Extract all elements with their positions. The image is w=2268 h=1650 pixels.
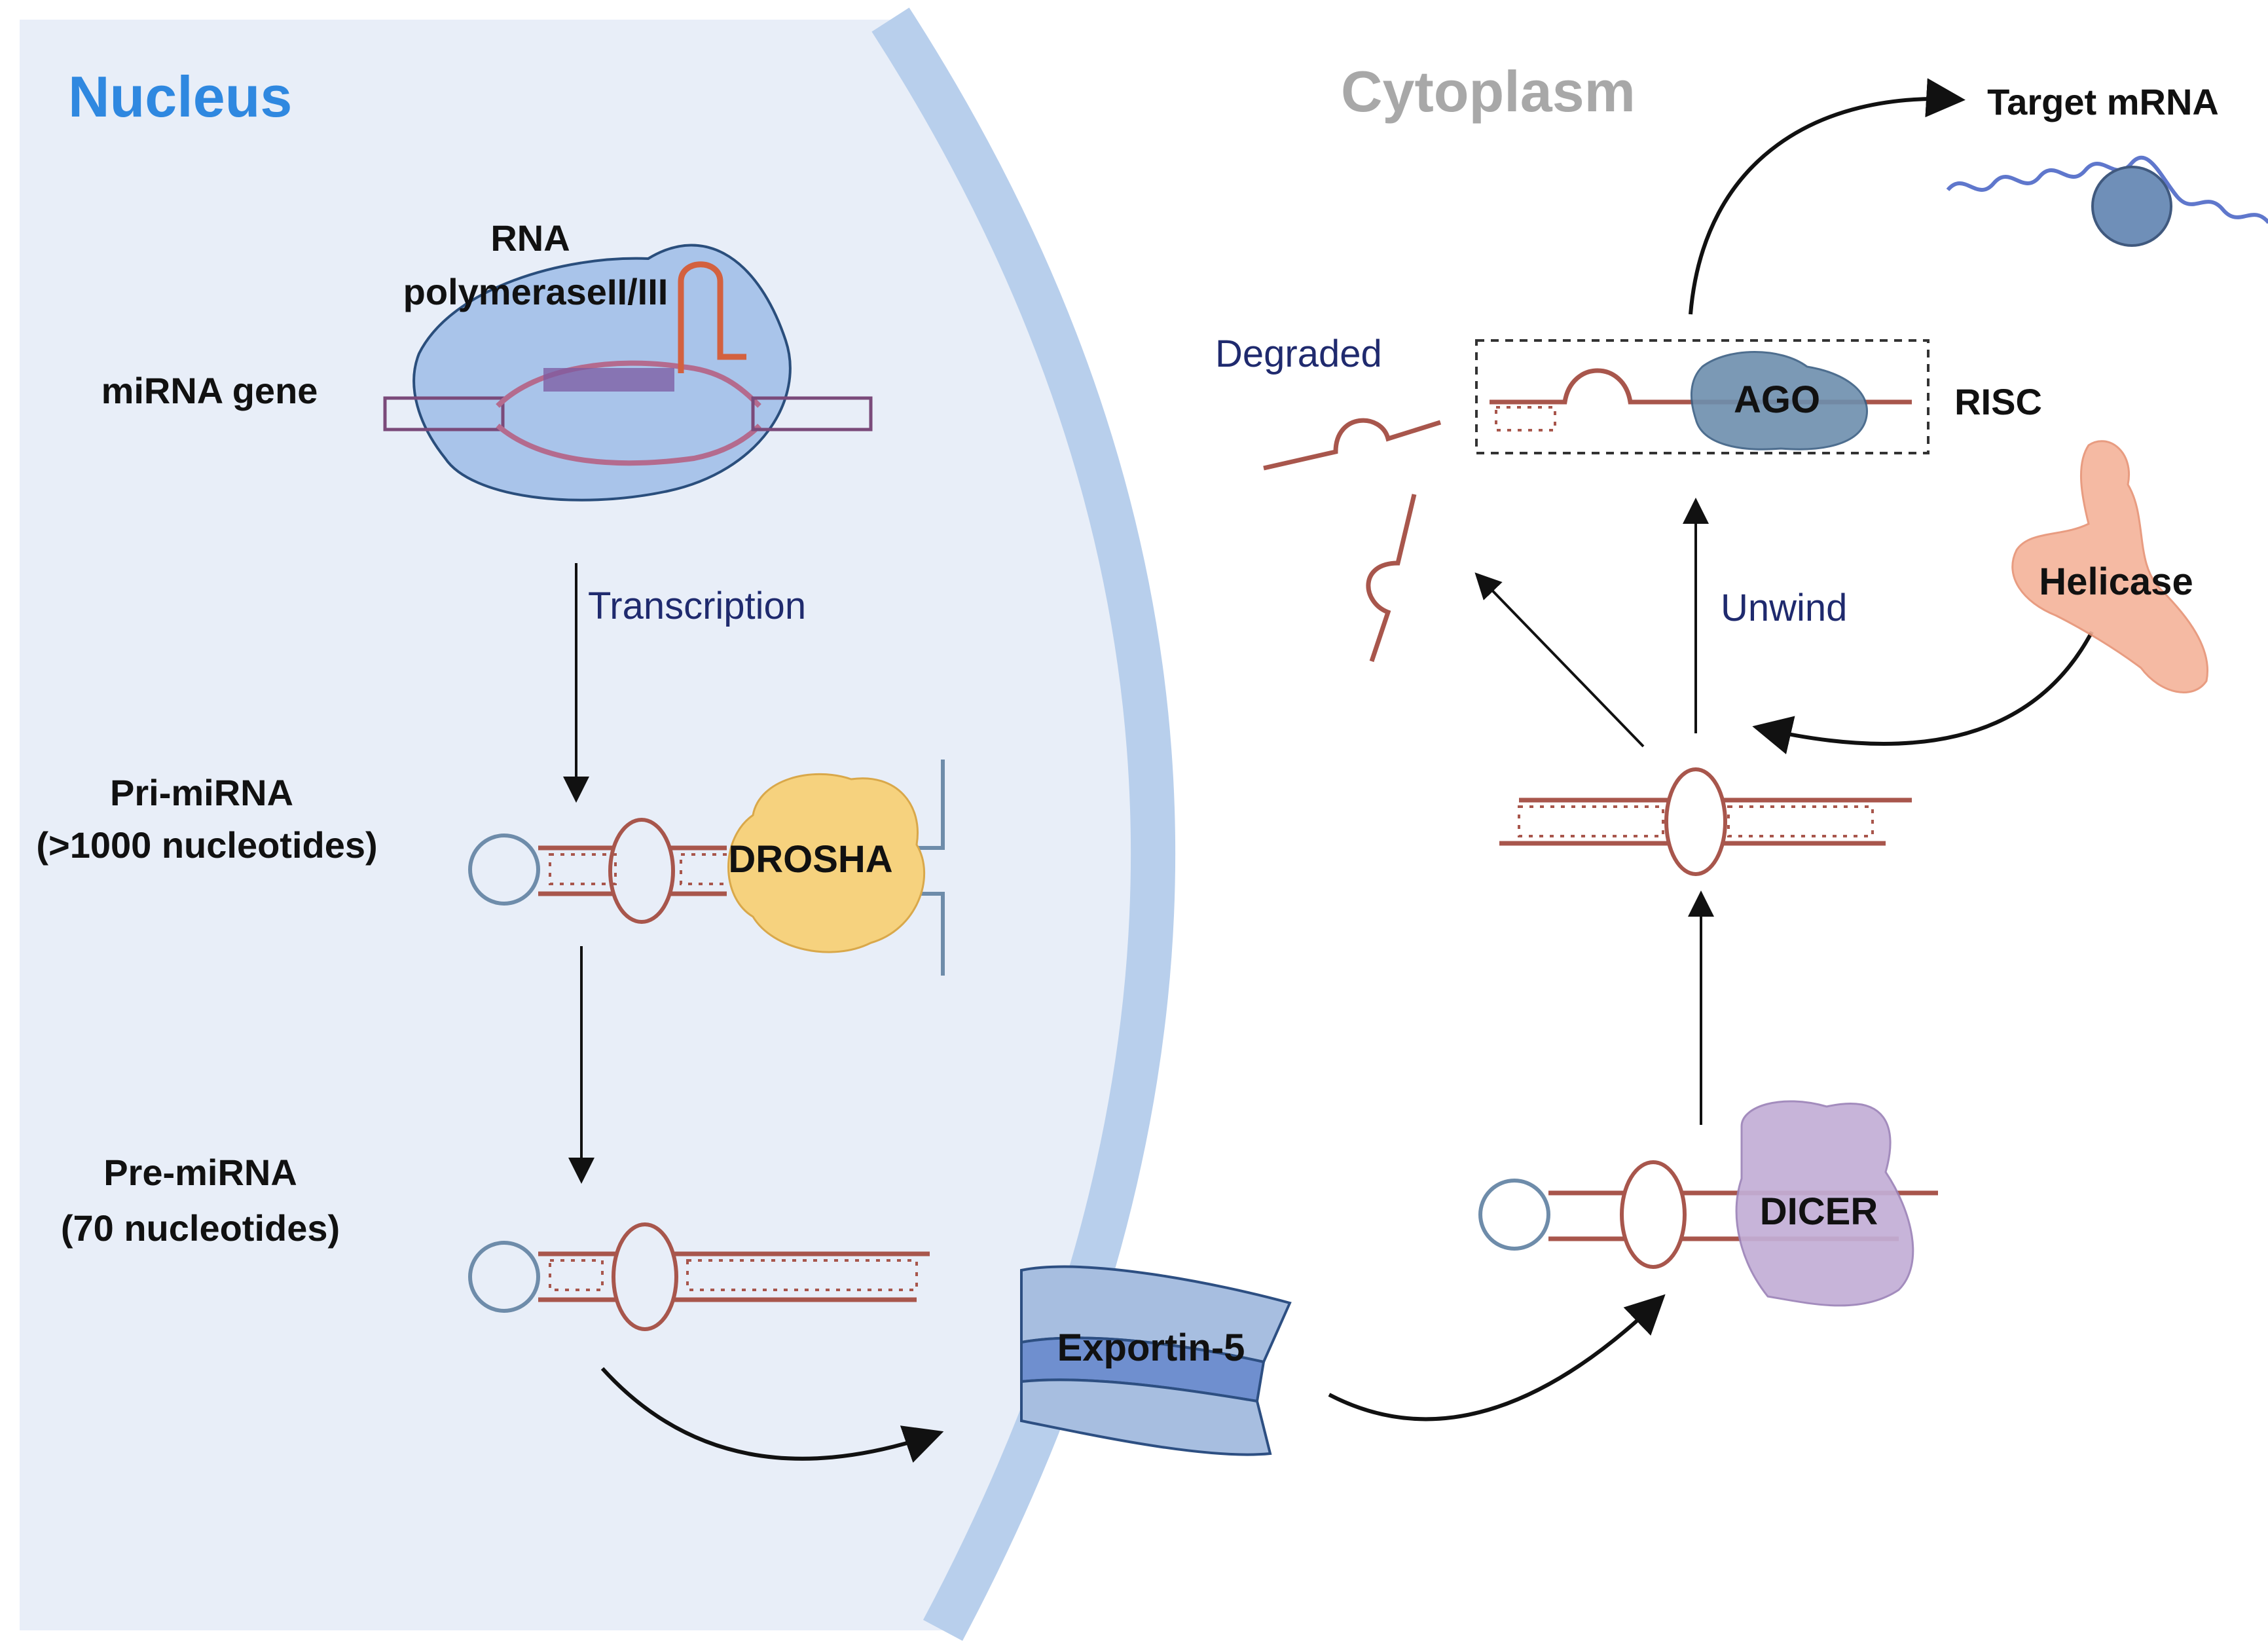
pri-internal-bulge bbox=[608, 818, 675, 924]
mirna-duplex bbox=[1499, 767, 1912, 876]
pri-mirna-label-line2: (>1000 nucleotides) bbox=[36, 824, 377, 866]
risc-to-target-arrow bbox=[1689, 78, 1966, 315]
dna-ladder-right bbox=[751, 396, 873, 431]
rna-polymerase-complex bbox=[383, 244, 873, 502]
risc-box bbox=[1475, 339, 1930, 454]
pri-terminal-loop bbox=[468, 834, 540, 906]
ago-label: AGO bbox=[1734, 378, 1820, 421]
pre-terminal-loop bbox=[468, 1241, 540, 1313]
helicase-blob bbox=[2011, 440, 2208, 693]
degraded-strand-1 bbox=[1263, 418, 1442, 471]
rna-transcript-bar bbox=[543, 368, 674, 392]
rna-polymerase-label-line2: polymeraseII/III bbox=[403, 271, 668, 312]
pri-mirna-label-line1: Pri-miRNA bbox=[110, 772, 293, 813]
transcription-label: Transcription bbox=[588, 585, 806, 627]
unwind-label: Unwind bbox=[1721, 587, 1847, 629]
risc-label: RISC bbox=[1954, 381, 2042, 422]
helicase-label: Helicase bbox=[2039, 560, 2193, 603]
exportin-5-label: Exportin-5 bbox=[1057, 1327, 1245, 1369]
to-dicer-arrow bbox=[1328, 1294, 1666, 1421]
exportin-5-channel bbox=[1020, 1265, 1292, 1456]
dicer-internal-bulge bbox=[1620, 1160, 1687, 1269]
risc-guide-strand bbox=[1490, 368, 1912, 431]
pre-mirna-label-line1: Pre-miRNA bbox=[103, 1152, 297, 1193]
mirna-gene-label: miRNA gene bbox=[101, 370, 318, 411]
target-mrna-label: Target mRNA bbox=[1987, 81, 2219, 122]
dna-ladder-left bbox=[383, 396, 505, 431]
pre-internal-bulge bbox=[612, 1222, 678, 1331]
dna-bubble bbox=[496, 360, 761, 466]
export-arrow bbox=[600, 1366, 944, 1463]
dicer-terminal-loop bbox=[1478, 1179, 1550, 1251]
pre-mirna-hairpin bbox=[468, 1222, 930, 1331]
duplex-bulge bbox=[1664, 767, 1727, 876]
degraded-strand-2 bbox=[1366, 494, 1417, 663]
drosha-label: DROSHA bbox=[728, 838, 892, 881]
nascent-rna-hairpin bbox=[678, 261, 746, 373]
drosha-blob bbox=[727, 773, 926, 953]
target-mrna-strand bbox=[1946, 155, 2268, 225]
nucleus-title: Nucleus bbox=[68, 64, 292, 129]
degraded-label: Degraded bbox=[1215, 333, 1382, 375]
ago-blob bbox=[1690, 351, 1868, 450]
helicase-arrow bbox=[1752, 631, 2094, 754]
rna-polymerase-label-line1: RNA bbox=[490, 217, 570, 259]
dicer-label: DICER bbox=[1760, 1190, 1878, 1233]
cytoplasm-title: Cytoplasm bbox=[1341, 59, 1636, 124]
bound-risc-on-target bbox=[2091, 166, 2172, 247]
pre-mirna-label-line2: (70 nucleotides) bbox=[61, 1207, 340, 1249]
to-degraded-arrow bbox=[1474, 572, 1645, 748]
dicer-blob bbox=[1735, 1100, 1914, 1307]
